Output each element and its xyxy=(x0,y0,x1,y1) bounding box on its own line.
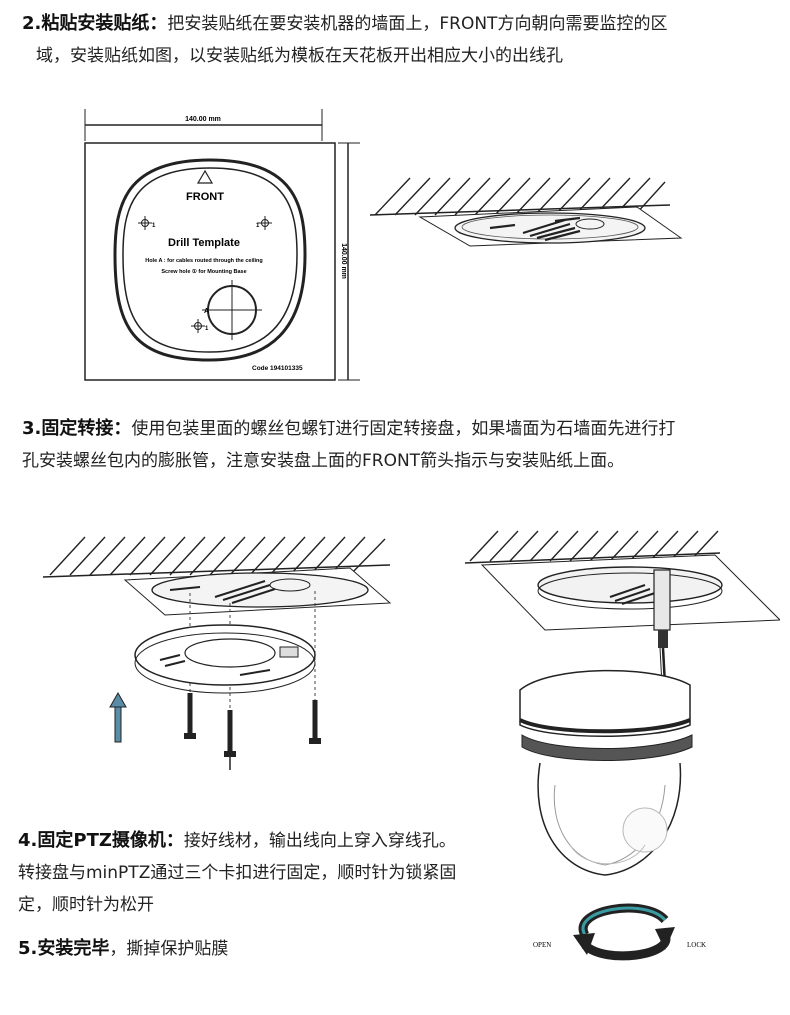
step3-title: 固定转接： xyxy=(41,418,132,439)
step3-line1: 使用包装里面的螺丝包螺钉进行固定转接盘，如果墙面为石墙面先进行打 xyxy=(131,419,676,439)
step5-number: 5. xyxy=(18,938,38,959)
step5-text: 5.安装完毕，撕掉保护贴膜 xyxy=(18,933,518,965)
step2-title: 粘贴安装贴纸： xyxy=(41,13,168,34)
template-height-label: 140.00 mm xyxy=(340,243,347,279)
step5-body: ，撕掉保护贴膜 xyxy=(109,939,229,959)
step3-text: 3.固定转接：使用包装里面的螺丝包螺钉进行固定转接盘，如果墙面为石墙面先进行打 … xyxy=(22,413,782,477)
step2-line1: 把安装贴纸在要安装机器的墙面上，FRONT方向朝向需要监控的区 xyxy=(167,14,668,34)
template-screw-note: Screw hole ① for Mounting Base xyxy=(161,268,246,275)
rotation-figure: OPEN LOCK xyxy=(533,903,706,961)
step3-line2: 孔安装螺丝包内的膨胀管，注意安装盘上面的FRONT箭头指示与安装贴纸上面。 xyxy=(22,451,625,471)
screw-left-icon xyxy=(184,693,196,739)
screw-right-icon xyxy=(309,700,321,744)
step5-title: 安装完毕 xyxy=(37,938,110,959)
ceiling-sticker-figure xyxy=(369,177,683,247)
step4-line3: 定，顺时针为松开 xyxy=(18,895,154,915)
lock-label: LOCK xyxy=(687,941,706,949)
step2-line2: 域，安装贴纸如图，以安装贴纸为模板在天花板开出相应大小的出线孔 xyxy=(36,46,563,66)
step4-number: 4. xyxy=(18,830,38,851)
screw-hole-left-icon xyxy=(138,216,152,230)
rotate-arrow-open-icon xyxy=(573,933,595,955)
step2-number: 2. xyxy=(22,13,42,34)
template-inner-ring xyxy=(122,167,298,353)
screw-hole-left-label: 1 xyxy=(152,223,156,229)
step3-number: 3. xyxy=(22,418,42,439)
screw-hole-right-label: 1 xyxy=(256,223,260,229)
template-width-label: 140.00 mm xyxy=(185,116,221,123)
template-outer-ring xyxy=(113,158,307,362)
step4-line1: 接好线材，输出线向上穿入穿线孔。 xyxy=(183,831,456,851)
template-front-label: FRONT xyxy=(186,191,224,203)
screw-hole-bottom-label: 1 xyxy=(205,326,209,332)
template-hole-a-note: Hole A : for cables routed through the c… xyxy=(145,258,263,264)
template-drill-title: Drill Template xyxy=(168,237,240,249)
mounting-base-figure xyxy=(42,536,392,770)
hole-a-label: A xyxy=(204,308,209,315)
open-label: OPEN xyxy=(533,941,551,949)
screw-hole-right-icon xyxy=(258,216,272,230)
ptz-camera-figure xyxy=(464,530,780,876)
step2-text: 2.粘贴安装贴纸：把安装贴纸在要安装机器的墙面上，FRONT方向朝向需要监控的区… xyxy=(22,8,782,72)
front-arrow-icon xyxy=(196,169,214,184)
screw-center-icon xyxy=(224,710,236,770)
step4-line2: 转接盘与minPTZ通过三个卡扣进行固定，顺时针为锁紧固 xyxy=(18,863,457,883)
step4-text: 4.固定PTZ摄像机：接好线材，输出线向上穿入穿线孔。 转接盘与minPTZ通过… xyxy=(18,825,518,921)
rotate-arrow-lock-icon xyxy=(655,927,675,950)
up-arrow-icon xyxy=(109,691,127,743)
screw-hole-bottom-icon xyxy=(191,319,205,333)
drill-template-figure: 140.00 mm 140.00 mm FRONT 1 1 Drill Temp… xyxy=(84,109,360,381)
template-code: Code 194101335 xyxy=(252,365,303,372)
step4-title: 固定PTZ摄像机： xyxy=(37,830,184,851)
